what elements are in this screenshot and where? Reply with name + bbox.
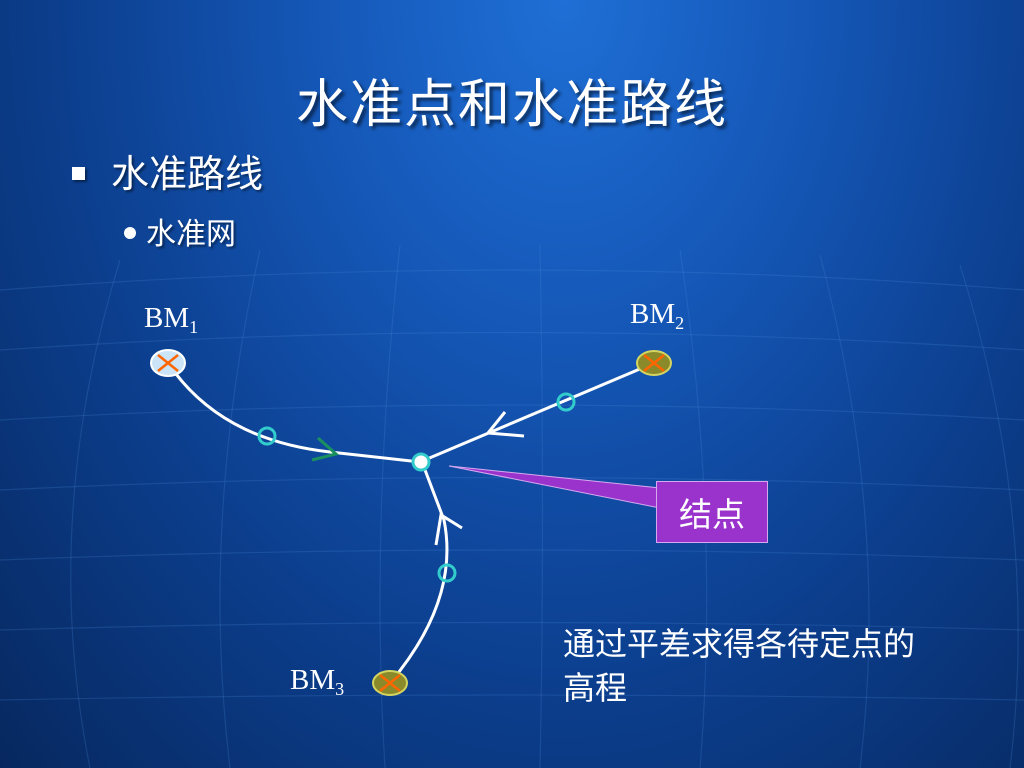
arrow-icon-route3	[434, 512, 463, 546]
route-bm2-to-node	[419, 361, 655, 464]
node-callout-pointer	[448, 465, 661, 509]
arrow-icon-route1	[311, 436, 340, 462]
benchmark-icon	[636, 350, 672, 376]
slide-title: 水准点和水准路线	[295, 75, 728, 135]
square-bullet-icon	[72, 167, 85, 180]
benchmark-icon	[372, 670, 408, 696]
bullet-level1-text: 水准路线	[111, 152, 264, 196]
note-text: 通过平差求得各待定点的高程	[563, 625, 916, 707]
station-circle-icon	[437, 563, 457, 583]
known-point-icon	[150, 349, 186, 377]
dot-bullet-icon	[124, 227, 136, 239]
route-bm3-to-node	[388, 461, 449, 684]
bullet-level1: 水准路线	[72, 143, 263, 198]
bm1-label: BM1	[144, 302, 199, 337]
route-bm1-to-node	[166, 362, 421, 464]
bullet-level2: 水准网	[124, 209, 236, 253]
station-circle-icon	[257, 426, 277, 446]
arrow-icon-route2	[485, 411, 525, 438]
station-circle-icon	[556, 392, 576, 412]
node-callout: 结点	[656, 481, 768, 543]
junction-node-icon	[411, 452, 431, 472]
bm2-label: BM2	[630, 298, 685, 333]
bm3-label: BM3	[290, 664, 345, 699]
bullet-level2-text: 水准网	[146, 217, 236, 252]
